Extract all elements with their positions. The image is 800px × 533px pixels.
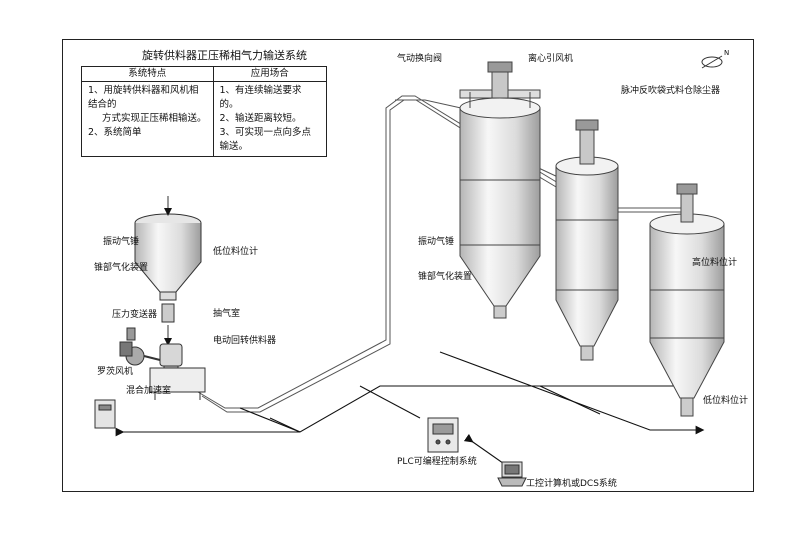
application-line: 2、输送距离较短。: [219, 113, 302, 124]
label-low-level-right: 低位料位计: [703, 396, 749, 406]
feature-table: 系统特点 应用场合 1、用旋转供料器和风机相结合的 方式实现正压稀相输送。 2、…: [81, 66, 328, 157]
silo-3: [649, 183, 725, 417]
drawing-frame: [62, 39, 754, 492]
feature-line: 方式实现正压稀相输送。: [102, 113, 207, 124]
table-cell-applications: 1、有连续输送要求的。 2、输送距离较短。 3、可实现一点向多点输送。: [212, 81, 328, 157]
label-roots-blower: 罗茨风机: [97, 367, 134, 377]
label-pressure-transmitter: 压力变送器: [112, 310, 158, 320]
application-line: 3、可实现一点向多点输送。: [219, 127, 312, 152]
label-bag-filter: 脉冲反吹袋式料仓除尘器: [621, 86, 721, 96]
silo-1: [459, 61, 541, 319]
label-pneumatic-valve: 气动换向阀: [397, 54, 443, 64]
label-suction-chamber: 抽气室: [213, 309, 241, 319]
diagram-title: 旋转供料器正压稀相气力输送系统: [142, 49, 307, 62]
label-mixing-chamber: 混合加速室: [126, 386, 172, 396]
label-cone-fluidizer-left: 锥部气化装置: [94, 263, 149, 273]
table-cell-features: 1、用旋转供料器和风机相结合的 方式实现正压稀相输送。 2、系统简单: [81, 81, 214, 157]
label-rotary-feeder: 电动回转供料器: [213, 336, 277, 346]
label-high-level: 高位料位计: [692, 258, 738, 268]
label-low-level-left: 低位料位计: [213, 247, 259, 257]
label-plc-system: PLC可编程控制系统: [397, 457, 477, 467]
feed-hopper: [134, 196, 202, 323]
label-ipc-dcs: 工控计算机或DCS系统: [526, 479, 617, 489]
application-line: 1、有连续输送要求的。: [219, 85, 302, 110]
feature-line: 1、用旋转供料器和风机相结合的: [88, 85, 199, 110]
silo-2: [555, 119, 619, 361]
feature-line: 2、系统简单: [88, 127, 142, 138]
label-vibrating-hammer-mid: 振动气锤: [418, 237, 455, 247]
compass-icon: N: [701, 49, 729, 69]
plc-cabinet: [427, 417, 459, 453]
label-centrifugal-fan: 离心引风机: [528, 54, 574, 64]
label-cone-fluidizer-mid: 锥部气化装置: [418, 272, 473, 282]
control-signal-lines: [115, 351, 705, 471]
computer-icon: [497, 461, 527, 487]
label-vibrating-hammer-left: 振动气锤: [103, 237, 140, 247]
compass-label: N: [724, 49, 729, 57]
feeder-station: [94, 325, 206, 429]
